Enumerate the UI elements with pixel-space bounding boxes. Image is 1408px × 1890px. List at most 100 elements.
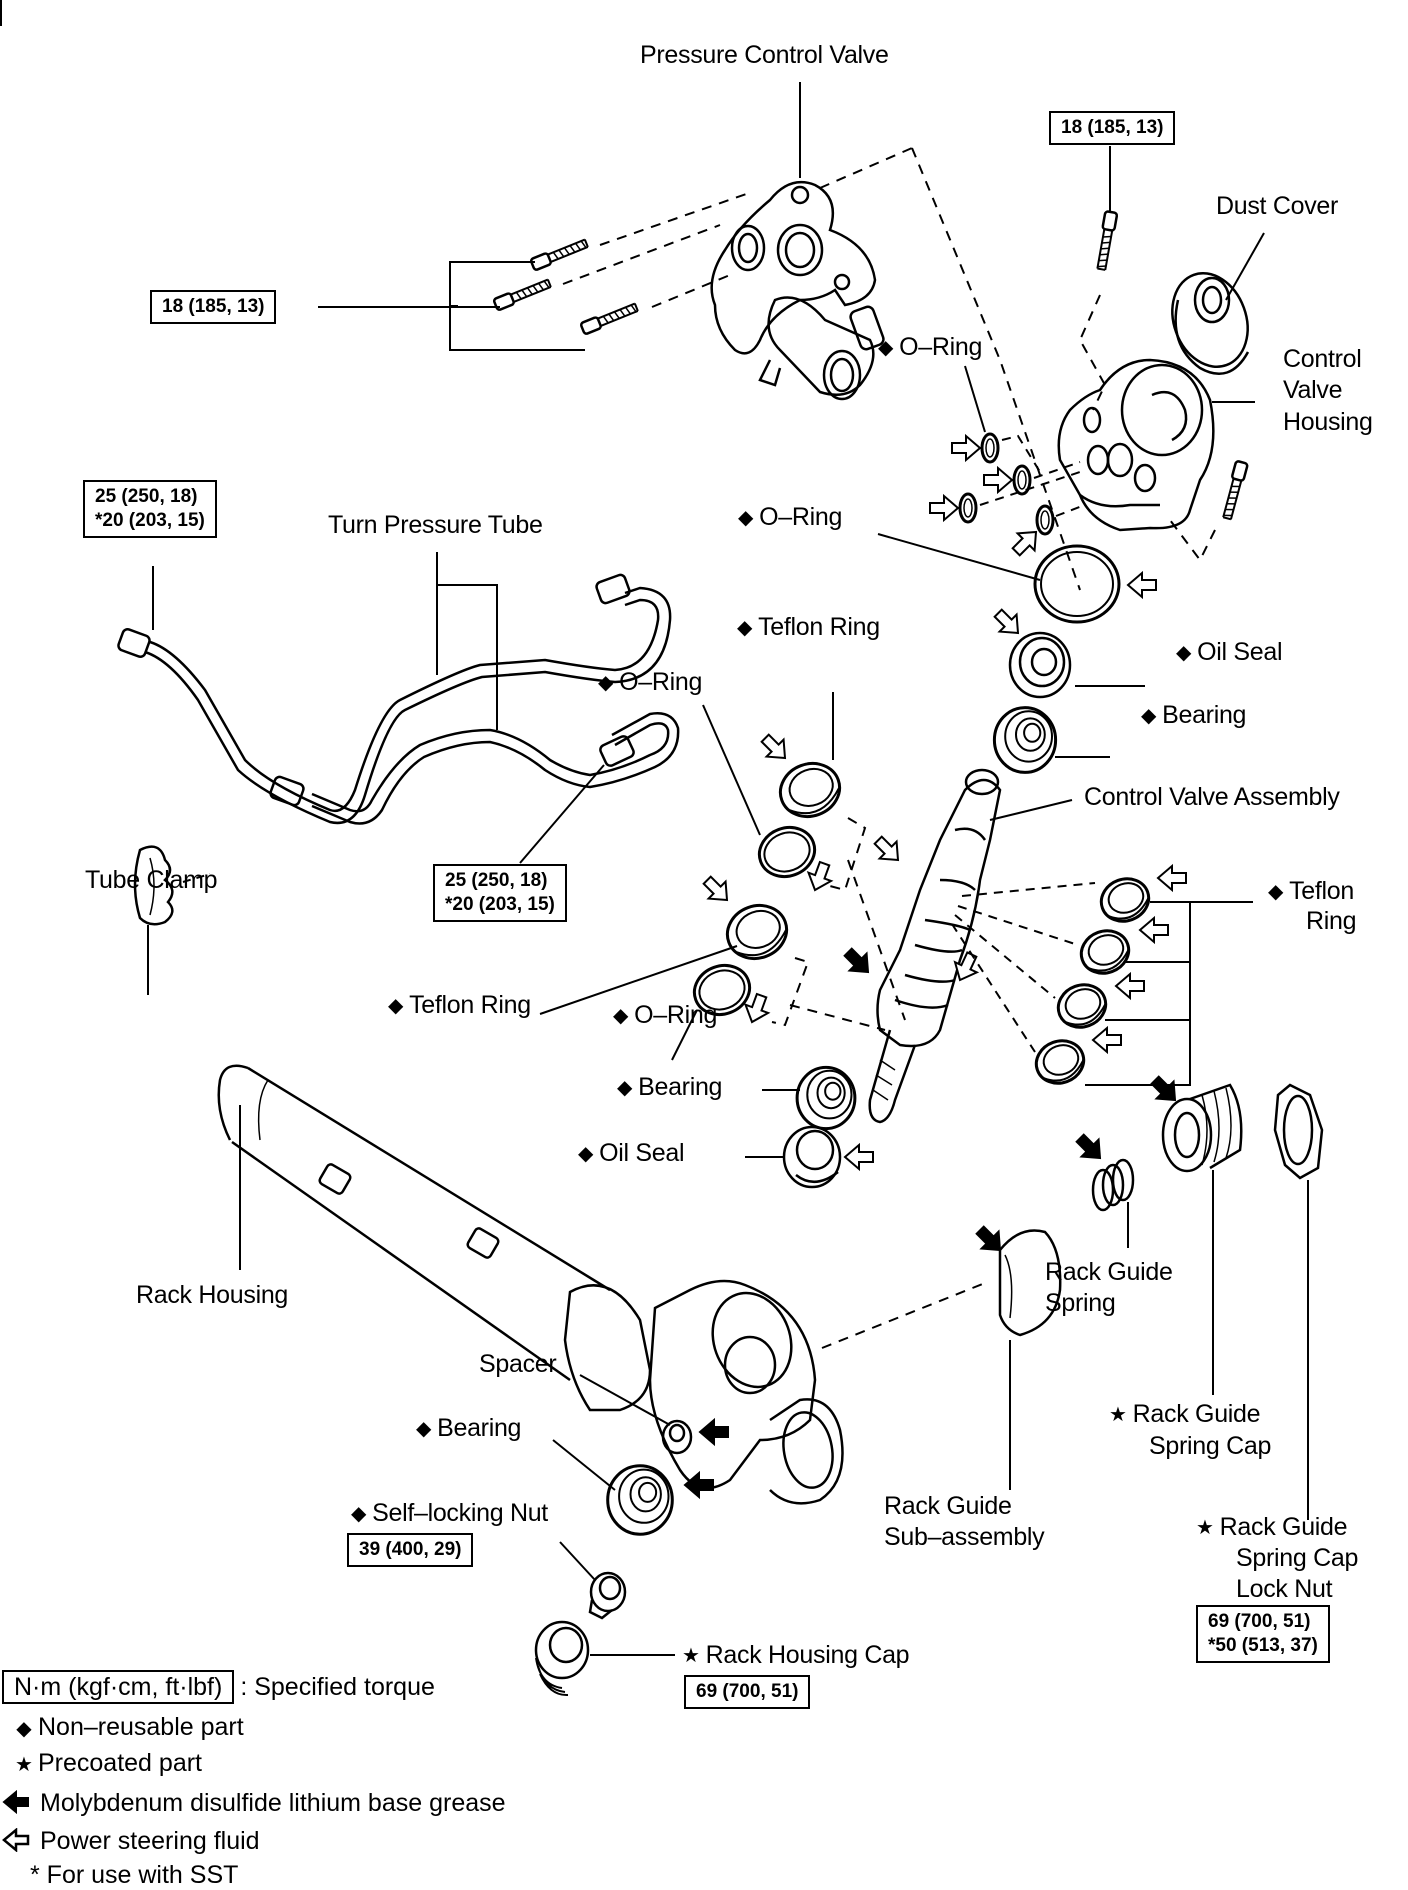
label-o-ring-left: ◆O–Ring	[598, 667, 702, 698]
label-text: Bearing	[638, 1073, 723, 1101]
top-right-bolt	[1094, 209, 1119, 272]
label-text: Self–locking Nut	[372, 1499, 548, 1527]
legend-unit-box: N·m (kgf·cm, ft·lbf)	[2, 1670, 235, 1704]
pcv-bolt-3	[579, 300, 640, 336]
torque-value: 69 (700, 51)	[1208, 1611, 1311, 1632]
label-o-ring-top: ◆O–Ring	[878, 332, 982, 363]
legend-text: Non–reusable part	[38, 1713, 244, 1741]
label-oil-seal-upper: ◆Oil Seal	[1176, 637, 1283, 668]
grease-arrow-3	[1070, 1128, 1110, 1168]
label-pressure-control-valve: Pressure Control Valve	[640, 41, 889, 69]
housing-o-ring-1	[980, 432, 1000, 464]
diamond-icon: ◆	[388, 995, 404, 1017]
diamond-icon: ◆	[617, 1077, 633, 1099]
torque-value-sst: *20 (203, 15)	[95, 510, 205, 531]
label-o-ring-lower: ◆O–Ring	[613, 1000, 717, 1031]
diamond-icon: ◆	[1268, 881, 1284, 903]
pressure-control-valve-drawing	[712, 182, 885, 399]
rack-guide-spring-drawing	[1093, 1160, 1133, 1210]
label-text: Bearing	[437, 1414, 522, 1442]
center-oil-seal	[784, 1127, 840, 1187]
leader-bearing-bottom	[553, 1440, 615, 1490]
diamond-icon: ◆	[737, 617, 753, 639]
torque-top-right-bolt: 18 (185, 13)	[1049, 111, 1176, 145]
label-lock-nut-2: Spring Cap	[1236, 1544, 1359, 1572]
dust-cover-drawing	[1160, 263, 1260, 378]
label-rack-guide-sub-2: Sub–assembly	[884, 1523, 1045, 1551]
label-rack-guide-spring-cap-1: ★Rack Guide	[1109, 1399, 1261, 1430]
bottom-bearing	[606, 1464, 674, 1536]
label-rack-housing: Rack Housing	[136, 1281, 289, 1309]
grease-arrow-1	[838, 942, 878, 982]
fluid-arrow-2	[983, 467, 1013, 493]
torque-value: 25 (250, 18)	[95, 486, 198, 507]
torque-value: 18 (185, 13)	[1061, 117, 1164, 138]
label-text: Oil Seal	[1197, 638, 1283, 666]
leader-o-ring-lower	[672, 1010, 697, 1060]
legend-text: Precoated part	[38, 1749, 202, 1777]
spacer-drawing	[663, 1421, 691, 1453]
label-teflon-ring-upper: ◆Teflon Ring	[737, 612, 880, 643]
leader-teflon-lower	[540, 946, 737, 1014]
teflon-right-2	[1074, 923, 1136, 981]
label-control-valve-housing-2: Valve	[1283, 376, 1343, 404]
control-valve-assembly-drawing	[870, 770, 1000, 1122]
star-icon: ★	[682, 1645, 700, 1667]
label-text: Rack Guide	[1132, 1400, 1261, 1428]
label-turn-pressure-tube: Turn Pressure Tube	[328, 511, 543, 539]
legend-ps-fluid: Power steering fluid	[2, 1826, 260, 1856]
legend-torque: N·m (kgf·cm, ft·lbf): Specified torque	[2, 1670, 435, 1704]
label-text: Bearing	[1162, 701, 1247, 729]
pcv-bolt-2	[492, 276, 553, 312]
diamond-icon: ◆	[878, 337, 894, 359]
label-control-valve-assembly: Control Valve Assembly	[1084, 783, 1340, 811]
grease-arrow-2	[970, 1220, 1010, 1260]
housing-o-ring-3	[958, 492, 978, 524]
torque-self-locking-nut: 39 (400, 29)	[347, 1533, 474, 1567]
label-dust-cover: Dust Cover	[1216, 192, 1339, 220]
fluid-arrow-11	[868, 830, 908, 870]
fluid-arrow-15	[1115, 973, 1145, 999]
label-text: O–Ring	[759, 503, 843, 531]
legend-moly-grease: Molybdenum disulfide lithium base grease	[2, 1788, 506, 1818]
label-text: O–Ring	[634, 1001, 718, 1029]
tube-clamp-drawing	[135, 847, 172, 925]
housing-o-ring-4	[1035, 504, 1055, 536]
fluid-arrow-1	[951, 435, 981, 461]
diamond-icon: ◆	[738, 507, 754, 529]
turn-pressure-tube-lower	[269, 713, 678, 823]
fluid-arrow-7	[755, 728, 795, 768]
legend-sst-note: * For use with SST	[30, 1861, 239, 1889]
diamond-icon: ◆	[598, 672, 614, 694]
star-icon: ★	[1109, 1404, 1127, 1426]
label-lock-nut-3: Lock Nut	[1236, 1575, 1333, 1603]
label-text: Teflon Ring	[758, 613, 880, 641]
teflon-right-3	[1051, 977, 1113, 1035]
label-text: Teflon	[1289, 877, 1355, 905]
label-oil-seal-lower: ◆Oil Seal	[578, 1138, 685, 1169]
solid-arrow-icon	[2, 1790, 32, 1814]
self-locking-nut-drawing	[590, 1573, 625, 1618]
label-self-locking-nut: ◆Self–locking Nut	[351, 1498, 548, 1529]
fluid-arrow-3	[929, 495, 959, 521]
diamond-icon: ◆	[416, 1418, 432, 1440]
leader-turn-pressure-tube	[437, 552, 497, 730]
rack-guide-spring-cap-drawing	[1163, 1085, 1241, 1171]
fluid-arrow-13	[1157, 865, 1187, 891]
label-text: Teflon Ring	[409, 991, 531, 1019]
torque-value: 18 (185, 13)	[162, 296, 265, 317]
torque-value: 39 (400, 29)	[359, 1539, 462, 1560]
torque-value-sst: *50 (513, 37)	[1208, 1635, 1318, 1656]
control-valve-housing-drawing	[1059, 360, 1214, 530]
legend-text: Power steering fluid	[40, 1827, 260, 1855]
label-rack-guide-spring-2: Spring	[1045, 1289, 1116, 1317]
legend-text: Molybdenum disulfide lithium base grease	[40, 1789, 506, 1817]
diamond-icon: ◆	[1141, 705, 1157, 727]
label-bearing-upper: ◆Bearing	[1141, 700, 1246, 731]
leader-self-locking-nut	[560, 1542, 595, 1580]
rack-guide-drawing	[1000, 1230, 1060, 1335]
label-teflon-ring-right-2: Ring	[1306, 907, 1357, 935]
pcv-bolt-1	[529, 236, 590, 272]
label-text: Rack Guide	[1219, 1513, 1348, 1541]
label-teflon-ring-lower: ◆Teflon Ring	[388, 990, 531, 1021]
